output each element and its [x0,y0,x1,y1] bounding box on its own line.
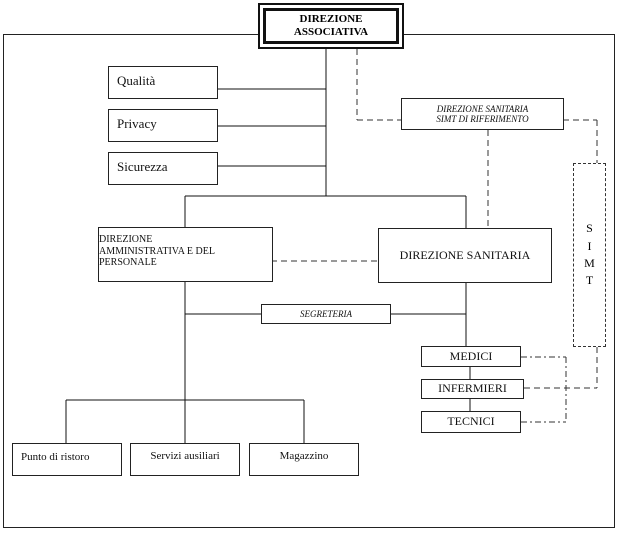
magazzino-label: Magazzino [279,450,329,462]
infermieri-label: INFERMIERI [438,381,507,396]
simt-box: S I M T [573,163,606,347]
admin-line3: PERSONALE [99,257,157,268]
magazzino-box: Magazzino [249,443,359,476]
ausiliari-label: Servizi ausiliari [150,450,220,462]
segreteria-box: SEGRETERIA [261,304,391,324]
dir-ref-line1: DIREZIONE SANITARIA [436,103,529,114]
safety-box: Sicurezza [108,152,218,185]
direzione-sanitaria-simt-box: DIREZIONE SANITARIA SIMT DI RIFERIMENTO [401,98,564,130]
direzione-associativa-box: DIREZIONE ASSOCIATIVA [258,3,404,49]
direzione-amministrativa-box: DIREZIONE AMMINISTRATIVA E DEL PERSONALE [98,227,273,282]
safety-label: Sicurezza [117,159,168,174]
tecnici-box: TECNICI [421,411,521,433]
infermieri-box: INFERMIERI [421,379,524,399]
admin-line2: AMMINISTRATIVA E DEL [99,245,215,257]
tecnici-label: TECNICI [447,414,495,429]
simt-letter-m: M [584,256,595,270]
direzione-associativa-line1: DIREZIONE [299,12,363,25]
dir-ref-line2: SIMT DI RIFERIMENTO [436,114,529,124]
medici-box: MEDICI [421,346,521,367]
servizi-ausiliari-box: Servizi ausiliari [130,443,240,476]
direzione-sanitaria-box: DIREZIONE SANITARIA [378,228,552,283]
admin-line1: DIREZIONE [99,234,153,245]
simt-letter-s: S [586,221,593,236]
simt-letter-i: I [587,238,592,253]
privacy-label: Privacy [117,116,157,131]
segreteria-label: SEGRETERIA [300,308,352,319]
ristoro-label: Punto di ristoro [21,451,90,463]
quality-label: Qualità [117,73,156,88]
quality-box: Qualità [108,66,218,99]
privacy-box: Privacy [108,109,218,142]
simt-letter-t: T [585,273,594,288]
punto-ristoro-box: Punto di ristoro [12,443,122,476]
medici-label: MEDICI [449,348,493,363]
direzione-associativa-line2: ASSOCIATIVA [293,26,369,38]
sanitaria-label: DIREZIONE SANITARIA [399,247,531,262]
